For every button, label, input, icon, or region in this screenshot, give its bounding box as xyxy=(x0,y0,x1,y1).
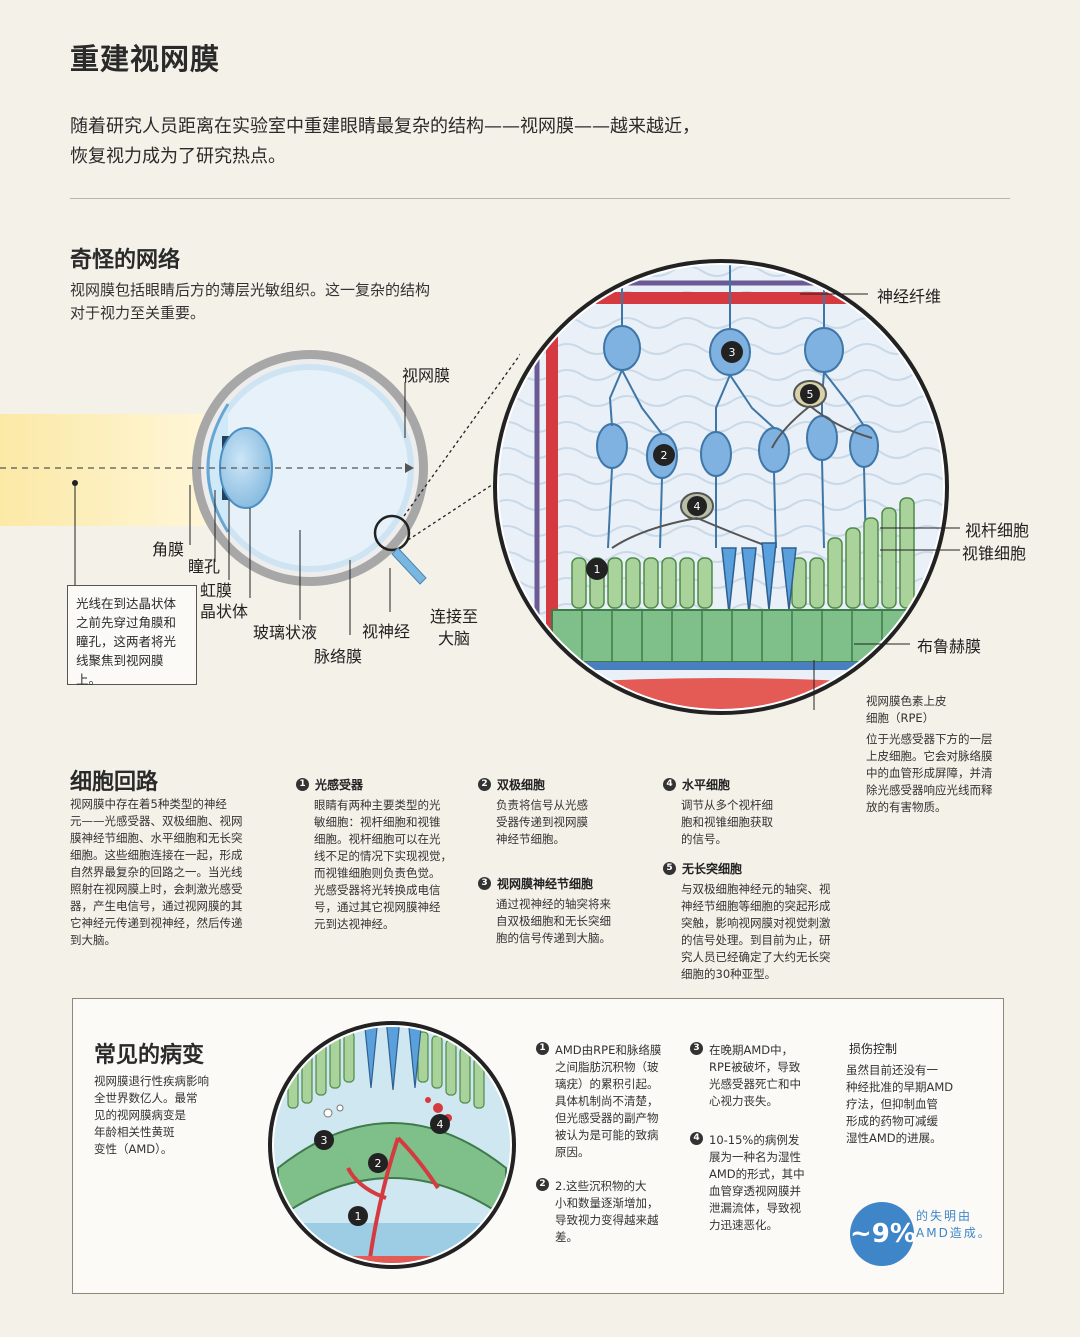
circuit-item-title: 双极细胞 xyxy=(497,778,546,792)
label-nerve-fiber: 神经纤维 xyxy=(877,287,942,306)
zoom-circle xyxy=(373,514,411,552)
svg-text:1: 1 xyxy=(594,563,601,576)
optic-nerve-shape xyxy=(391,547,427,585)
circuit-item-title: 水平细胞 xyxy=(682,778,731,792)
disease-item-1: 1 AMD由RPE和脉络膜 之间脂肪沉积物（玻 璃疣）的累积引起。 具体机制尚不… xyxy=(536,1042,661,1161)
disease-item-text: 10-15%的病例发 展为一种名为湿性 AMD的形式，其中 血管穿透视网膜并 泄… xyxy=(709,1133,805,1232)
label-bruch: 布鲁赫膜 xyxy=(917,637,982,656)
number-badge: 5 xyxy=(663,862,676,875)
number-badge: 3 xyxy=(478,877,491,890)
circuit-item-1: 1 光感受器 眼睛有两种主要类型的光 敏细胞：视杆细胞和视锥 细胞。视杆细胞可以在… xyxy=(296,776,452,933)
disease-item-2: 2 2.这些沉积物的大 小和数量逐渐增加， 导致视力变得越来越 差。 xyxy=(536,1178,659,1246)
svg-text:4: 4 xyxy=(694,500,701,513)
svg-text:3: 3 xyxy=(321,1134,328,1147)
intro-text: 随着研究人员距离在实验室中重建眼睛最复杂的结构——视网膜——越来越近， 恢复视力… xyxy=(70,116,700,167)
stat-text: 的失明由 AMD造成。 xyxy=(916,1209,992,1240)
number-badge: 4 xyxy=(690,1132,703,1145)
circuit-item-text: 眼睛有两种主要类型的光 敏细胞：视杆细胞和视锥 细胞。视杆细胞可以在光 线不足的… xyxy=(314,798,452,931)
disease-item-text: 2.这些沉积物的大 小和数量逐渐增加， 导致视力变得越来越 差。 xyxy=(555,1179,659,1244)
divider xyxy=(70,198,1010,199)
damage-title: 损伤控制 xyxy=(849,1042,898,1056)
label-optic-nerve: 视神经 xyxy=(362,622,411,641)
circuit-item-text: 与双极细胞神经元的轴突、视 神经节细胞等细胞的突起形成 突触，影响视网膜对视觉刺… xyxy=(681,882,831,981)
damage-text: 虽然目前还没有一 种经批准的早期AMD 疗法，但抑制血管 形成的药物可减缓 湿性… xyxy=(846,1063,954,1145)
disease-item-3: 3 在晚期AMD中， RPE被破坏，导致 光感受器死亡和中 心视力丧失。 xyxy=(690,1042,801,1110)
circuit-text: 视网膜中存在着5种类型的神经 元——光感受器、双极细胞、视网 膜神经节细胞、水平… xyxy=(70,797,243,947)
bruch-membrane xyxy=(552,662,943,670)
circuit-item-text: 调节从多个视杆细 胞和视锥细胞获取 的信号。 xyxy=(681,798,773,846)
arrow-head-icon xyxy=(405,463,414,473)
zoom-line-top xyxy=(403,353,520,517)
network-title: 奇怪的网络 xyxy=(70,248,181,273)
number-badge: 4 xyxy=(663,778,676,791)
amd-number-markers: 1 2 3 4 xyxy=(314,1114,450,1226)
retina-leaders xyxy=(800,293,960,710)
svg-text:5: 5 xyxy=(807,388,814,401)
disease-text: 视网膜退行性疾病影响 全世界数亿人。最常 见的视网膜病变是 年龄相关性黄斑 变性… xyxy=(94,1074,209,1156)
cone-cells xyxy=(721,542,797,614)
stat-badge: ~9% xyxy=(850,1202,916,1266)
circuit-item-text: 负责将信号从光感 受器传递到视网膜 神经节细胞。 xyxy=(496,798,588,846)
network-text: 视网膜包括眼睛后方的薄层光敏组织。这一复杂的结构 对于视力至关重要。 xyxy=(70,281,431,322)
circuit-item-2: 2 双极细胞 负责将信号从光感 受器传递到视网膜 神经节细胞。 xyxy=(478,776,588,848)
circuit-item-title: 视网膜神经节细胞 xyxy=(497,877,594,891)
number-badge: 1 xyxy=(296,778,309,791)
number-badge: 3 xyxy=(690,1042,703,1055)
circuit-item-text: 通过视神经的轴突将来 自双极细胞和无长突细 胞的信号传递到大脑。 xyxy=(496,897,611,945)
label-iris: 虹膜 xyxy=(200,581,233,600)
circuit-item-5: 5 无长突细胞 与双极细胞神经元的轴突、视 神经节细胞等细胞的突起形成 突触，影响… xyxy=(663,860,831,983)
svg-text:1: 1 xyxy=(355,1210,362,1223)
disease-item-4: 4 10-15%的病例发 展为一种名为湿性 AMD的形式，其中 血管穿透视网膜并… xyxy=(690,1132,805,1234)
number-badge: 2 xyxy=(478,778,491,791)
page-title: 重建视网膜 xyxy=(70,42,221,76)
label-vitreous: 玻璃状液 xyxy=(253,623,318,642)
label-cone: 视锥细胞 xyxy=(962,544,1027,563)
number-badge: 1 xyxy=(536,1042,549,1055)
label-choroid: 脉络膜 xyxy=(314,647,363,666)
svg-text:2: 2 xyxy=(661,449,668,462)
circuit-title: 细胞回路 xyxy=(70,770,159,795)
eye-diagram xyxy=(0,350,520,635)
blood-vessel-icon xyxy=(346,1136,440,1263)
circuit-item-title: 无长突细胞 xyxy=(682,862,743,876)
amd-diagram: 1 2 3 4 xyxy=(268,1021,516,1269)
label-rod: 视杆细胞 xyxy=(965,521,1030,540)
disease-item-text: 在晚期AMD中， RPE被破坏，导致 光感受器死亡和中 心视力丧失。 xyxy=(709,1043,801,1108)
svg-text:2: 2 xyxy=(375,1157,382,1170)
retina-number-markers: 1 2 3 4 5 xyxy=(586,341,820,580)
label-lens: 晶状体 xyxy=(200,602,249,621)
label-cornea: 角膜 xyxy=(152,540,185,559)
circuit-item-3: 3 视网膜神经节细胞 通过视神经的轴突将来 自双极细胞和无长突细 胞的信号传递到大… xyxy=(478,875,611,947)
number-badge: 2 xyxy=(536,1178,549,1191)
light-note-box: 光线在到达晶状体 之前先穿过角膜和 瞳孔，这两者将光 线聚焦到视网膜上。 xyxy=(67,585,197,687)
disease-item-text: AMD由RPE和脉络膜 之间脂肪沉积物（玻 璃疣）的累积引起。 具体机制尚不清楚… xyxy=(555,1043,662,1159)
rpe-title: 视网膜色素上皮 细胞（RPE） xyxy=(866,694,947,725)
label-to-brain: 连接至 大脑 xyxy=(430,607,479,648)
label-retina: 视网膜 xyxy=(402,366,451,385)
circuit-item-title: 光感受器 xyxy=(315,778,364,792)
retina-zoom: 1 2 3 4 5 xyxy=(493,259,949,715)
label-pupil: 瞳孔 xyxy=(188,557,221,576)
disease-title: 常见的病变 xyxy=(94,1043,205,1068)
svg-text:4: 4 xyxy=(437,1118,444,1131)
svg-text:3: 3 xyxy=(729,346,736,359)
rpe-text: 位于光感受器下方的一层 上皮细胞。它会对脉络膜 中的血管形成屏障，并清 除光感受… xyxy=(866,732,993,814)
light-beam xyxy=(0,414,210,526)
circuit-item-4: 4 水平细胞 调节从多个视杆细 胞和视锥细胞获取 的信号。 xyxy=(663,776,773,848)
